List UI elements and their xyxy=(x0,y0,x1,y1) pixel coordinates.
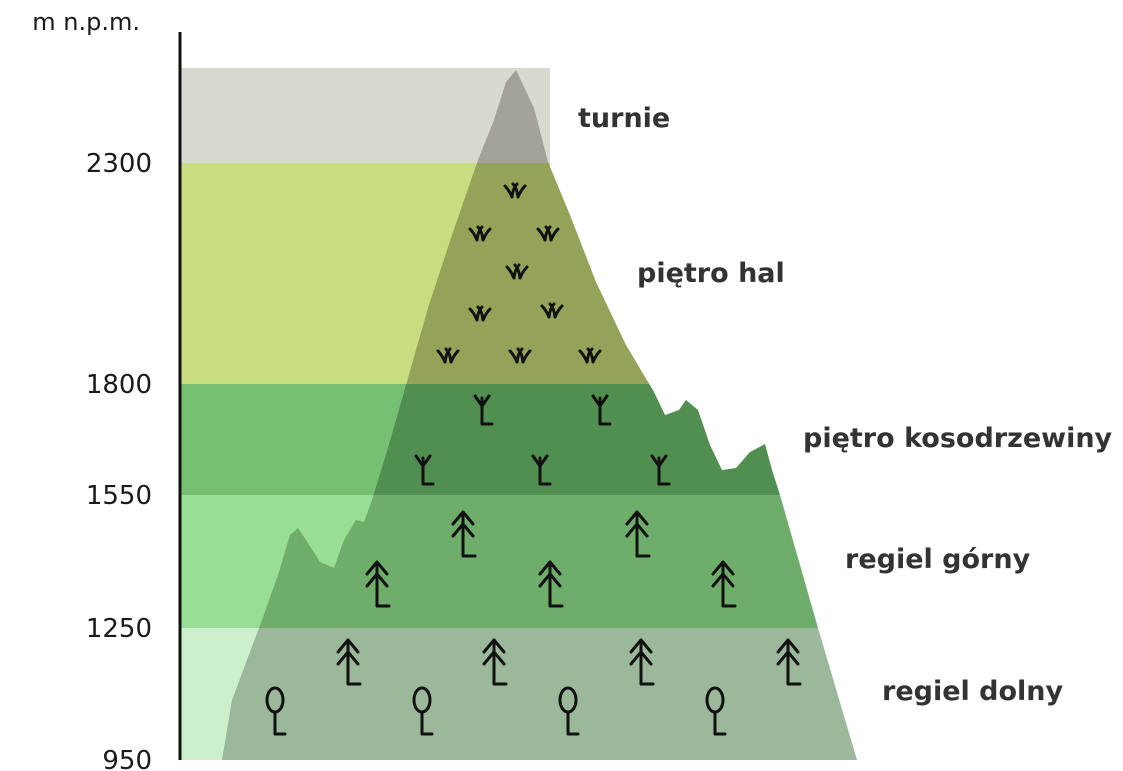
grass-tuft-icon xyxy=(508,347,532,364)
spruce-tree-icon xyxy=(629,638,655,686)
deciduous-tree-icon xyxy=(265,686,287,736)
grass-tuft-icon xyxy=(505,263,529,280)
tick-label: 1550 xyxy=(86,481,152,511)
tick-label: 2300 xyxy=(86,149,152,179)
deciduous-tree-icon xyxy=(558,686,580,736)
spruce-tree-icon xyxy=(711,560,737,608)
spruce-tree-icon xyxy=(451,510,477,558)
grass-tuft-icon xyxy=(536,225,560,242)
grass-tuft-icon xyxy=(468,305,492,322)
spruce-tree-icon xyxy=(482,638,508,686)
tick-label: 1800 xyxy=(86,370,152,400)
spruce-tree-icon xyxy=(776,638,802,686)
vegetation-symbols xyxy=(265,182,802,736)
spruce-tree-icon xyxy=(625,510,651,558)
deciduous-tree-icon xyxy=(412,686,434,736)
grass-tuft-icon xyxy=(436,347,460,364)
zone-label-turnie: turnie xyxy=(578,103,670,134)
grass-tuft-icon xyxy=(503,182,527,199)
spruce-tree-icon xyxy=(365,560,391,608)
dwarf-pine-icon xyxy=(531,454,552,486)
dwarf-pine-icon xyxy=(650,454,671,486)
dwarf-pine-icon xyxy=(473,394,494,426)
axis-unit-label: m n.p.m. xyxy=(32,8,140,36)
tick-label: 1250 xyxy=(86,614,152,644)
grass-tuft-icon xyxy=(540,302,564,319)
zone-labels: regiel dolny regiel górny piętro kosodrzew… xyxy=(578,103,1113,707)
grass-tuft-icon xyxy=(468,225,492,242)
dwarf-pine-icon xyxy=(591,394,612,426)
zone-label-regiel-dolny: regiel dolny xyxy=(882,676,1064,707)
spruce-tree-icon xyxy=(538,560,564,608)
grass-tuft-icon xyxy=(578,347,602,364)
altitude-tick-labels: 950 1250 1550 1800 2300 xyxy=(86,149,152,771)
mountain-zone-regiel-dolny xyxy=(222,628,857,760)
deciduous-tree-icon xyxy=(705,686,727,736)
dwarf-pine-icon xyxy=(414,454,435,486)
spruce-tree-icon xyxy=(336,638,362,686)
zone-label-pietro-kosodrzewiny: piętro kosodrzewiny xyxy=(803,423,1113,454)
zone-label-pietro-hal: piętro hal xyxy=(637,258,785,289)
zone-label-regiel-gorny: regiel górny xyxy=(845,544,1031,575)
tick-label: 950 xyxy=(102,746,152,771)
